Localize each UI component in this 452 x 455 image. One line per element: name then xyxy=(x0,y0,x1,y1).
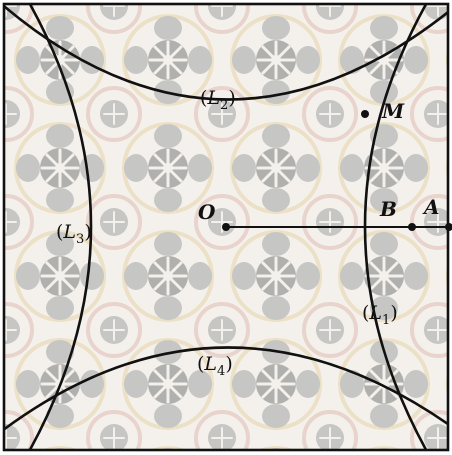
point-A xyxy=(445,223,452,231)
label-B: B xyxy=(379,197,397,221)
label-L3: (L3) xyxy=(56,221,92,247)
point-O xyxy=(222,223,230,231)
point-B xyxy=(408,223,416,231)
curve-L3 xyxy=(28,4,93,450)
point-M xyxy=(361,110,369,118)
label-L4: (L4) xyxy=(197,353,233,379)
label-O: O xyxy=(198,200,216,224)
label-A: A xyxy=(422,195,440,219)
curve-L2 xyxy=(4,4,448,101)
label-L2: (L2) xyxy=(200,87,236,113)
label-M: M xyxy=(381,99,405,123)
label-L1: (L1) xyxy=(362,302,398,328)
